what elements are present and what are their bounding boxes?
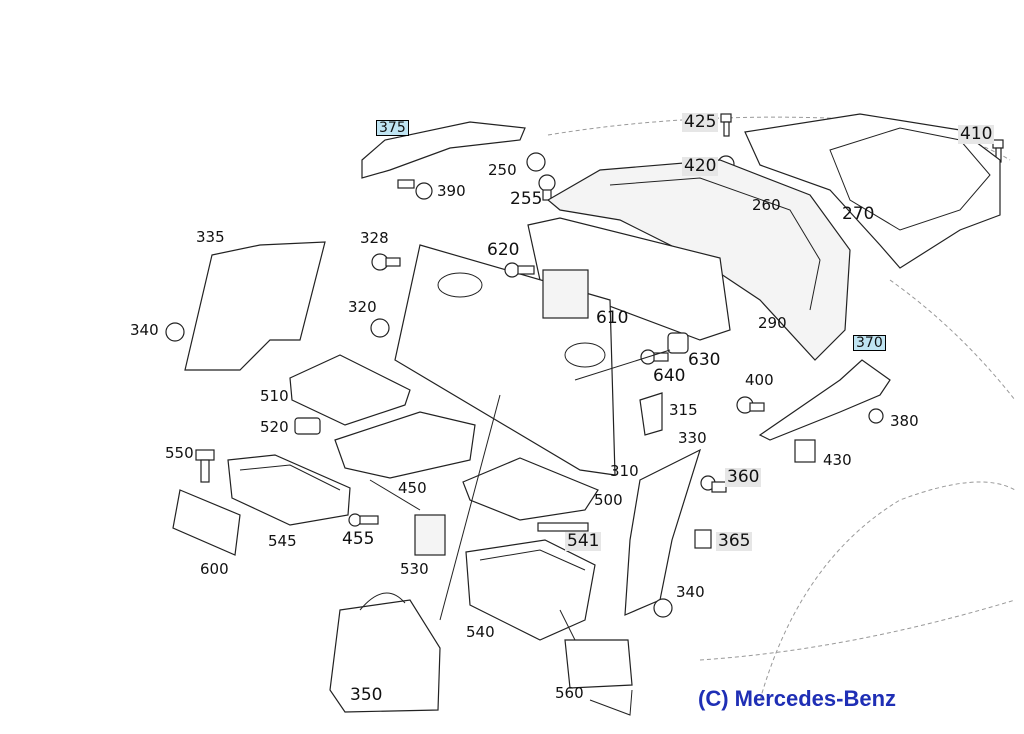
car-body-outline-lower: [699, 599, 1016, 661]
part-430-clip: [794, 439, 816, 463]
callout-335: 335: [196, 228, 225, 246]
callout-380: 380: [890, 412, 919, 430]
callout-340-right: 340: [676, 583, 705, 601]
callout-560: 560: [555, 684, 584, 702]
part-450-cushion: [334, 411, 476, 479]
callout-545: 545: [268, 532, 297, 550]
callout-530: 530: [400, 560, 429, 578]
part-620-screw: [504, 262, 535, 278]
part-328-screw: [371, 253, 401, 271]
callout-260: 260: [752, 196, 781, 214]
part-320-clip: [370, 318, 390, 338]
callout-350: 350: [350, 685, 383, 705]
callout-455: 455: [342, 529, 375, 549]
callout-360: 360: [725, 467, 762, 487]
part-455-screw: [348, 513, 379, 527]
part-400-screw: [736, 396, 765, 414]
part-500-tray: [462, 457, 599, 521]
callout-400: 400: [745, 371, 774, 389]
callout-425: 425: [682, 112, 719, 132]
callout-550: 550: [165, 444, 194, 462]
part-545-box: [227, 454, 351, 526]
callout-640: 640: [653, 366, 686, 386]
callout-410: 410: [958, 124, 995, 144]
callout-520: 520: [260, 418, 289, 436]
part-335-side-panel: [184, 241, 326, 371]
part-390-screw: [397, 179, 433, 200]
callout-315: 315: [669, 401, 698, 419]
part-560-tray: [564, 639, 633, 689]
callout-390: 390: [437, 182, 466, 200]
part-380-clip: [868, 408, 884, 424]
callout-610: 610: [596, 308, 629, 328]
part-541-strip: [537, 522, 589, 532]
callout-255: 255: [510, 189, 543, 209]
part-340-clip-left: [165, 322, 185, 342]
callout-290: 290: [758, 314, 787, 332]
part-365-clip: [694, 529, 712, 549]
part-550-screw: [195, 449, 215, 483]
callout-328: 328: [360, 229, 389, 247]
callout-430: 430: [823, 451, 852, 469]
callout-375: 375: [376, 120, 409, 136]
callout-250: 250: [488, 161, 517, 179]
callout-320: 320: [348, 298, 377, 316]
part-360-screw: [700, 475, 727, 493]
part-270-shelf: [744, 113, 1001, 269]
car-body-outline-wheel: [759, 481, 1016, 701]
part-315-clip: [639, 392, 663, 436]
part-340-clip-right: [653, 598, 673, 618]
part-255-screw: [538, 174, 556, 201]
callout-510: 510: [260, 387, 289, 405]
callout-540: 540: [466, 623, 495, 641]
part-520-clip: [294, 417, 321, 435]
copyright-notice: (C) Mercedes-Benz: [698, 686, 897, 711]
part-630-bracket: [667, 332, 689, 354]
part-610-latch: [542, 269, 589, 319]
callout-450: 450: [398, 479, 427, 497]
callout-370: 370: [853, 335, 886, 351]
part-425-screw: [720, 113, 732, 137]
callout-310: 310: [610, 462, 639, 480]
callout-420: 420: [682, 156, 719, 176]
callout-630: 630: [688, 350, 721, 370]
callout-600: 600: [200, 560, 229, 578]
part-330-side-trim: [624, 448, 701, 616]
part-250-cap: [526, 152, 546, 172]
callout-620: 620: [487, 240, 520, 260]
callout-541: 541: [565, 531, 602, 551]
part-600-plate: [172, 489, 241, 556]
part-530-latch: [414, 514, 446, 556]
part-375-trim: [361, 121, 526, 179]
callout-340-left: 340: [130, 321, 159, 339]
callout-500: 500: [594, 491, 623, 509]
part-370-trim: [758, 359, 891, 441]
part-510-cushion: [289, 354, 411, 426]
car-body-outline-right: [889, 279, 1016, 401]
callout-365: 365: [716, 531, 753, 551]
callout-270: 270: [842, 204, 875, 224]
part-350-bag: [329, 599, 441, 713]
callout-330: 330: [678, 429, 707, 447]
